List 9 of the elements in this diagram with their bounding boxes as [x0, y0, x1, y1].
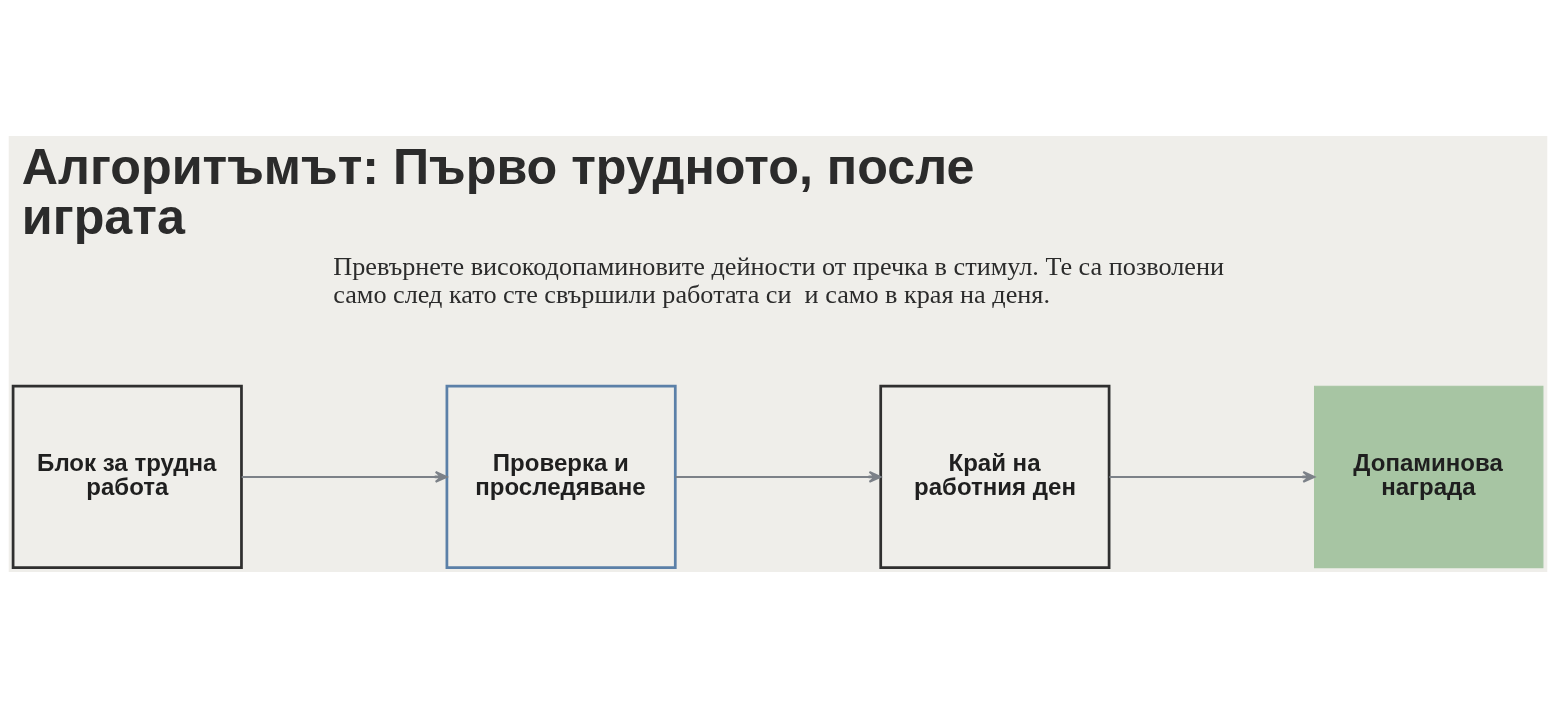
- label: Превърнете високодопаминовите дейности от пречка в стимул. Те са позволени само след като сте свършили работата си и само в края на деня.: [333, 251, 1225, 309]
- node-box: Блок за трудна работа: [11, 384, 243, 569]
- diagram-title: Алгоритъмът: Първо трудното, после играта: [21, 138, 975, 245]
- node-box: Проверка и проследяване: [445, 384, 677, 569]
- node-box: Допаминова награда: [1314, 385, 1544, 568]
- node-box: Край на работния ден: [879, 384, 1111, 569]
- arrow: [240, 470, 448, 483]
- arrow: [1108, 470, 1316, 483]
- arrow: [674, 470, 882, 483]
